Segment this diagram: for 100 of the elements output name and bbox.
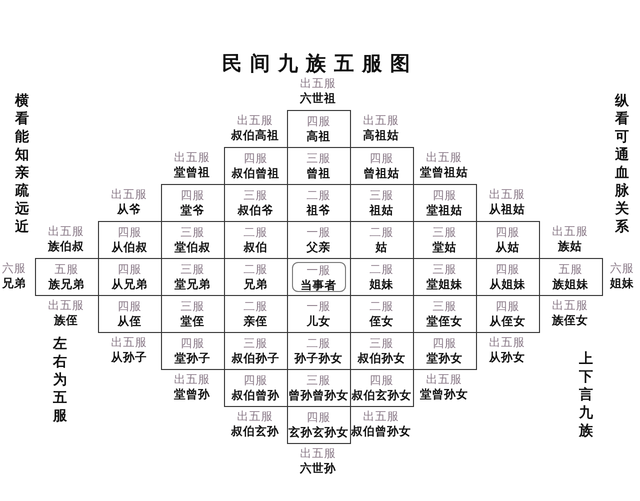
degree-label: 四服 [242, 372, 268, 386]
kinship-term: 六世孙 [298, 460, 337, 474]
kinship-term: 叔伯玄孙女 [350, 388, 412, 402]
grid-cell [224, 368, 288, 406]
kinship-term: 曾祖姑 [362, 166, 400, 180]
degree-label: 三服 [242, 336, 268, 350]
vertical-note: 纵看可通血脉关系 [614, 92, 630, 236]
grid-cell [538, 258, 602, 296]
kinship-term: 父亲 [306, 240, 332, 254]
degree-label: 三服 [368, 188, 394, 202]
degree-label: 六服 [609, 260, 635, 274]
grid-cell [98, 294, 162, 332]
degree-label: 出五服 [299, 76, 337, 90]
vertical-note: 横看能知亲疏远近 [14, 92, 30, 236]
degree-label: 四服 [306, 410, 332, 424]
degree-label: 四服 [242, 150, 268, 164]
kinship-term: 叔伯孙子 [230, 350, 280, 364]
degree-label: 三服 [368, 336, 394, 350]
degree-label: 二服 [368, 298, 394, 312]
kinship-term: 堂孙女 [426, 350, 464, 364]
degree-label: 二服 [368, 262, 394, 276]
kinship-term: 曾孙曾孙女 [288, 388, 350, 402]
degree-label: 三服 [306, 150, 332, 164]
kinship-term: 堂姐妹 [426, 276, 464, 290]
kinship-term: 姐妹 [608, 276, 635, 290]
degree-label: 出五服 [488, 334, 526, 348]
degree-label: 出五服 [47, 298, 85, 312]
degree-label: 四服 [494, 298, 520, 312]
kinship-term: 堂曾祖姑 [419, 164, 469, 178]
degree-label: 出五服 [236, 408, 274, 422]
degree-label: 五服 [54, 262, 80, 276]
degree-label: 出五服 [173, 372, 211, 386]
degree-label: 三服 [242, 188, 268, 202]
kinship-term: 叔伯 [242, 240, 268, 254]
kinship-term: 当事者 [300, 278, 338, 292]
degree-label: 四服 [432, 336, 458, 350]
kinship-term: 堂爷 [180, 202, 206, 216]
degree-label: 四服 [494, 262, 520, 276]
degree-label: 三服 [306, 372, 332, 386]
kinship-term: 亲侄 [242, 314, 268, 328]
kinship-term: 堂曾祖 [173, 164, 211, 178]
kinship-term: 从姑 [494, 240, 520, 254]
degree-label: 出五服 [173, 150, 211, 164]
kinship-term: 高祖 [306, 128, 332, 142]
kinship-term: 叔伯曾祖 [230, 166, 280, 180]
rounded-box [292, 262, 346, 292]
kinship-term: 堂孙子 [174, 350, 212, 364]
degree-label: 六服 [1, 260, 27, 274]
kinship-term: 姑 [374, 240, 388, 254]
grid-cell [224, 146, 288, 184]
degree-label: 三服 [180, 262, 206, 276]
kinship-term: 堂祖姑 [426, 202, 464, 216]
degree-label: 四服 [116, 224, 142, 238]
degree-label: 三服 [432, 224, 458, 238]
kinship-term: 族侄女 [550, 312, 589, 326]
degree-label: 出五服 [110, 334, 148, 348]
degree-label: 四服 [180, 336, 206, 350]
grid-cell [98, 220, 162, 258]
kinship-term: 从姐妹 [488, 276, 526, 290]
kinship-term: 叔伯曾孙 [230, 388, 280, 402]
degree-label: 二服 [242, 224, 268, 238]
degree-label: 出五服 [299, 446, 337, 460]
kinship-term: 从伯叔 [110, 240, 148, 254]
grid-cell [34, 258, 98, 296]
kinship-term: 堂兄弟 [174, 276, 212, 290]
degree-label: 二服 [368, 224, 394, 238]
kinship-term: 兄弟 [242, 276, 268, 290]
degree-label: 四服 [306, 114, 332, 128]
kinship-term: 堂侄女 [426, 314, 464, 328]
kinship-term: 从侄 [116, 314, 142, 328]
degree-label: 出五服 [362, 112, 400, 126]
kinship-term: 孙子孙女 [293, 350, 344, 364]
kinship-term: 从孙女 [488, 350, 526, 364]
degree-label: 出五服 [47, 224, 85, 238]
grid-cell [476, 220, 540, 258]
degree-label: 五服 [558, 262, 584, 276]
degree-label: 四服 [432, 188, 458, 202]
kinship-term: 儿女 [306, 314, 332, 328]
vertical-note: 上下言九族 [578, 350, 594, 440]
kinship-term: 叔伯爷 [236, 202, 274, 216]
kinship-term: 高祖姑 [362, 128, 400, 142]
kinship-term: 叔伯曾孙女 [350, 424, 412, 438]
degree-label: 出五服 [425, 372, 463, 386]
degree-label: 二服 [306, 336, 332, 350]
kinship-term: 曾祖 [306, 166, 332, 180]
kinship-term: 族姐妹 [551, 276, 590, 290]
kinship-term: 堂伯叔 [174, 240, 212, 254]
grid-cell [412, 184, 476, 222]
degree-label: 二服 [306, 188, 332, 202]
kinship-term: 从侄女 [488, 314, 526, 328]
kinship-term: 堂曾孙女 [419, 386, 469, 400]
kinship-term: 侄女 [368, 314, 394, 328]
degree-label: 三服 [432, 298, 458, 312]
kinship-term: 从孙子 [110, 350, 148, 364]
kinship-term: 族兄弟 [47, 276, 86, 290]
degree-label: 出五服 [236, 112, 274, 126]
kinship-term: 姐妹 [368, 276, 394, 290]
kinship-term: 兄弟 [1, 276, 27, 290]
kinship-term: 从爷 [116, 202, 142, 216]
kinship-term: 玄孙玄孙女 [288, 424, 350, 438]
